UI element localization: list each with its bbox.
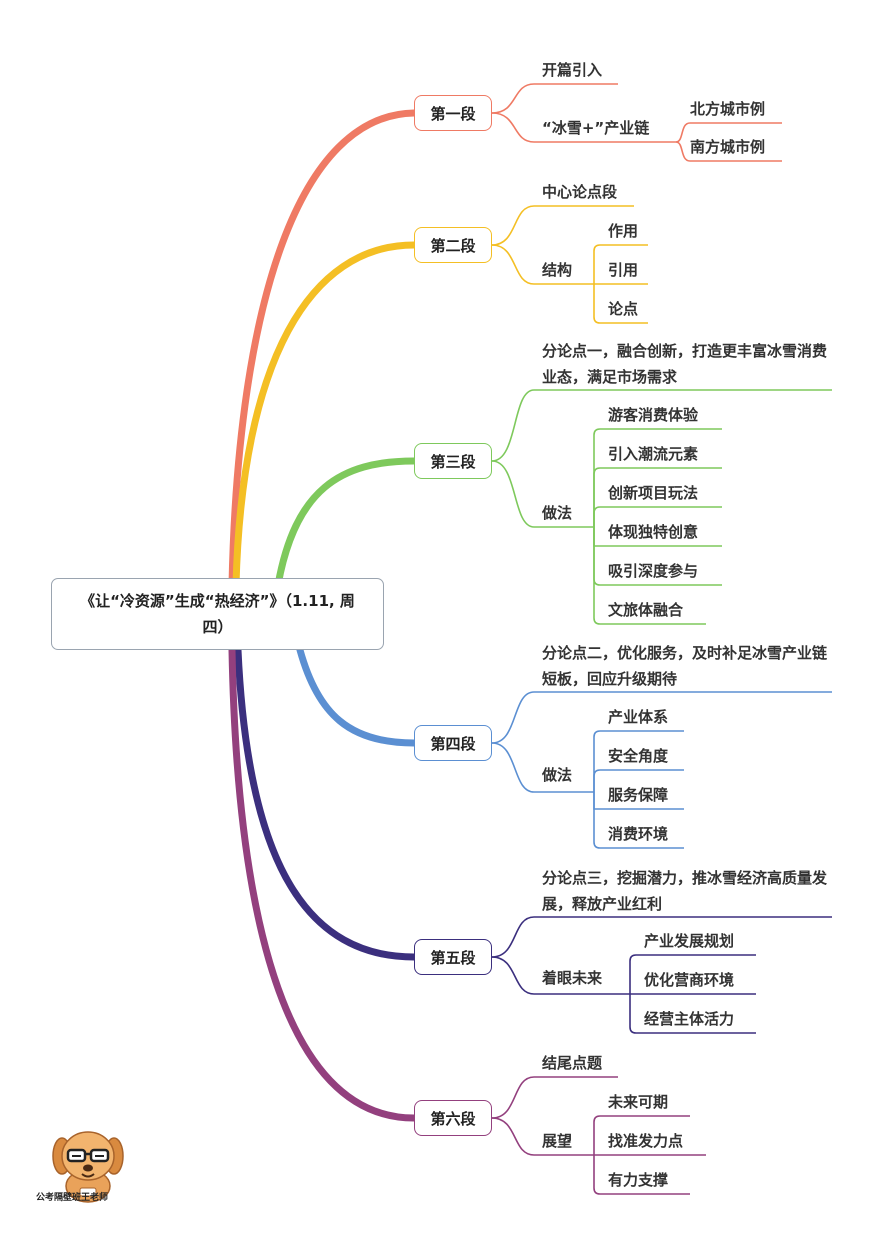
section-5-node[interactable]: 第五段 bbox=[414, 939, 492, 975]
s3-sub-4[interactable]: 体现独特创意 bbox=[608, 523, 699, 541]
s6-sub-2[interactable]: 找准发力点 bbox=[608, 1132, 684, 1150]
s5-sub-3[interactable]: 经营主体活力 bbox=[644, 1010, 735, 1028]
s6-sub-3[interactable]: 有力支撑 bbox=[608, 1171, 669, 1189]
s2-topic-thesis[interactable]: 中心论点段 bbox=[542, 183, 618, 201]
s1-sub-north[interactable]: 北方城市例 bbox=[690, 100, 766, 118]
section-4-connectors bbox=[491, 691, 832, 849]
section-1-connectors bbox=[491, 83, 782, 162]
s5-topic-future[interactable]: 着眼未来 bbox=[542, 969, 603, 987]
branch-root-s3 bbox=[274, 457, 418, 589]
s4-topic-point-two[interactable]: 分论点二，优化服务，及时补足冰雪产业链短板，回应升级期待 bbox=[542, 644, 828, 688]
section-4-node[interactable]: 第四段 bbox=[414, 725, 492, 761]
s5-topic-point-three[interactable]: 分论点三，挖掘潜力，推冰雪经济高质量发展，释放产业红利 bbox=[542, 869, 828, 913]
s3-sub-5[interactable]: 吸引深度参与 bbox=[608, 562, 699, 580]
s2-sub-quote[interactable]: 引用 bbox=[608, 261, 639, 279]
branch-root-s4 bbox=[296, 646, 418, 747]
branch-root-s2 bbox=[232, 241, 418, 589]
cartoon-dog-with-glasses-icon bbox=[52, 1131, 124, 1203]
section-6-connectors bbox=[491, 1076, 706, 1195]
s2-sub-function[interactable]: 作用 bbox=[608, 222, 639, 240]
branch-root-s1 bbox=[228, 109, 418, 589]
root-title: 《让“冷资源”生成“热经济”》（1.11, 周四） bbox=[80, 592, 355, 636]
s6-topic-ending[interactable]: 结尾点题 bbox=[542, 1054, 603, 1072]
s4-sub-4[interactable]: 消费环境 bbox=[608, 825, 669, 843]
s1-topic-opening[interactable]: 开篇引入 bbox=[542, 61, 603, 79]
s3-topic-method[interactable]: 做法 bbox=[542, 504, 573, 522]
s4-topic-method[interactable]: 做法 bbox=[542, 766, 573, 784]
s3-sub-1[interactable]: 游客消费体验 bbox=[608, 406, 699, 424]
section-3-connectors bbox=[491, 389, 832, 625]
s4-sub-2[interactable]: 安全角度 bbox=[608, 747, 669, 765]
section-3-node[interactable]: 第三段 bbox=[414, 443, 492, 479]
s5-sub-2[interactable]: 优化营商环境 bbox=[644, 971, 735, 989]
s4-sub-1[interactable]: 产业体系 bbox=[608, 708, 669, 726]
section-2-connectors bbox=[491, 205, 648, 324]
branch-root-s6 bbox=[228, 646, 418, 1122]
section-6-node[interactable]: 第六段 bbox=[414, 1100, 492, 1136]
s3-sub-3[interactable]: 创新项目玩法 bbox=[608, 484, 699, 502]
s3-sub-2[interactable]: 引入潮流元素 bbox=[608, 445, 699, 463]
s1-topic-chain[interactable]: “冰雪+”产业链 bbox=[542, 119, 650, 137]
s3-sub-6[interactable]: 文旅体融合 bbox=[608, 601, 684, 619]
s5-sub-1[interactable]: 产业发展规划 bbox=[644, 932, 735, 950]
root-topic[interactable]: 《让“冷资源”生成“热经济”》（1.11, 周四） bbox=[51, 578, 384, 650]
s2-sub-argument[interactable]: 论点 bbox=[608, 300, 639, 318]
branch-root-s5 bbox=[234, 646, 418, 961]
s6-topic-outlook[interactable]: 展望 bbox=[542, 1132, 573, 1150]
section-5-connectors bbox=[491, 916, 832, 1034]
s3-topic-point-one[interactable]: 分论点一，融合创新，打造更丰富冰雪消费业态，满足市场需求 bbox=[542, 342, 828, 386]
s1-sub-south[interactable]: 南方城市例 bbox=[690, 138, 766, 156]
s2-topic-structure[interactable]: 结构 bbox=[542, 261, 573, 279]
section-2-node[interactable]: 第二段 bbox=[414, 227, 492, 263]
s6-sub-1[interactable]: 未来可期 bbox=[608, 1093, 669, 1111]
section-1-node[interactable]: 第一段 bbox=[414, 95, 492, 131]
s4-sub-3[interactable]: 服务保障 bbox=[608, 786, 669, 804]
logo-caption: 公考隔壁班王老师 bbox=[36, 1193, 109, 1203]
